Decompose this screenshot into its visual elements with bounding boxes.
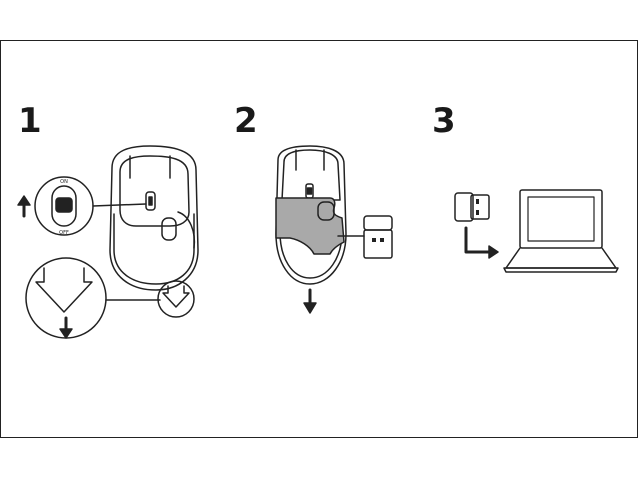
- battery-door-icon: [275, 197, 345, 255]
- mouse-underside-step1-icon: [109, 145, 199, 291]
- step-3-number: 3: [432, 101, 456, 141]
- usb-receiver-step3-icon: [454, 192, 490, 222]
- arrow-down-step2-icon: [303, 288, 317, 314]
- mouse-underside-step2-icon: [275, 145, 347, 285]
- switch-off-label: OFF: [59, 230, 69, 236]
- receiver-slot-icon: [317, 201, 335, 221]
- arrow-down-icon: [59, 316, 73, 339]
- arrow-right-icon: [464, 226, 499, 259]
- pull-tab-small-icon: [157, 280, 195, 318]
- usb-receiver-step2-icon: [363, 215, 393, 259]
- pull-tab-zoom-icon: [25, 257, 161, 339]
- step-2-number: 2: [234, 101, 258, 141]
- arrow-up-icon: [17, 195, 31, 218]
- power-switch-zoom-icon: [34, 176, 147, 236]
- instruction-frame: [0, 40, 638, 438]
- step-1-number: 1: [18, 101, 42, 141]
- laptop-icon: [503, 189, 619, 273]
- switch-on-label: ON: [60, 179, 68, 185]
